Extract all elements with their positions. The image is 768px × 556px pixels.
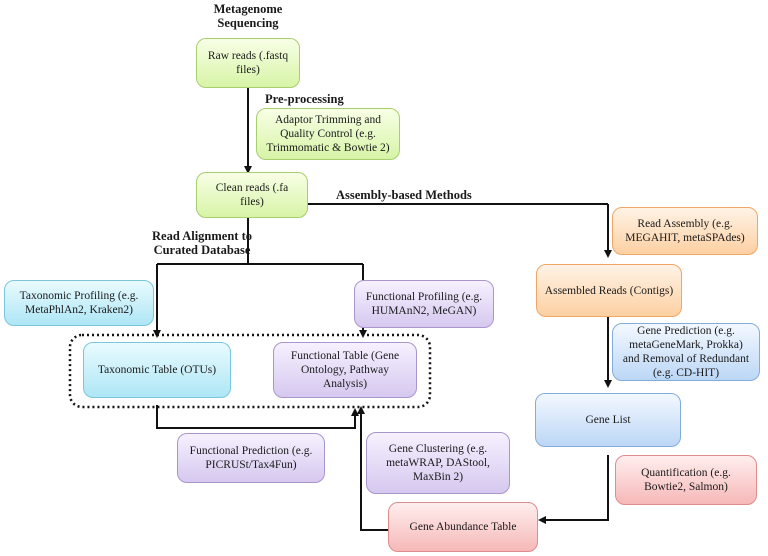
node-functional-profiling: Functional Profiling (e.g. HUMAnN2, MeGA… [354,280,494,328]
node-quantification: Quantification (e.g. Bowtie2, Salmon) [615,455,757,505]
node-taxonomic-table: Taxonomic Table (OTUs) [83,342,231,398]
node-raw-reads: Raw reads (.fastq files) [196,38,300,88]
node-gene-list: Gene List [535,393,681,447]
label-read-alignment: Read Alignment to Curated Database [152,229,252,257]
arrow-abundance-to-functional-table [357,406,388,531]
node-assembled-reads: Assembled Reads (Contigs) [536,264,682,317]
arrow-to-gene-abundance [538,455,609,524]
node-adaptor-trimming: Adaptor Trimming and Quality Control (e.… [256,108,400,160]
node-gene-prediction: Gene Prediction (e.g. metaGeneMark, Prok… [612,323,760,381]
label-metagenome-sequencing: Metagenome Sequencing [213,2,283,30]
node-functional-table: Functional Table (Gene Ontology, Pathway… [273,342,417,398]
tables-group-outline [68,333,432,409]
node-gene-clustering: Gene Clustering (e.g. metaWRAP, DAStool,… [366,432,510,494]
line-taxonomic-to-functional [156,405,359,429]
node-functional-prediction: Functional Prediction (e.g. PICRUSt/Tax4… [177,433,325,483]
node-gene-abundance: Gene Abundance Table [388,502,538,552]
node-clean-reads: Clean reads (.fa files) [196,172,308,218]
label-assembly-based: Assembly-based Methods [336,188,472,202]
label-pre-processing: Pre-processing [265,92,344,106]
node-taxonomic-profiling: Taxonomic Profiling (e.g. MetaPhlAn2, Kr… [4,280,154,326]
node-read-assembly: Read Assembly (e.g. MEGAHIT, metaSPAdes) [612,207,758,255]
